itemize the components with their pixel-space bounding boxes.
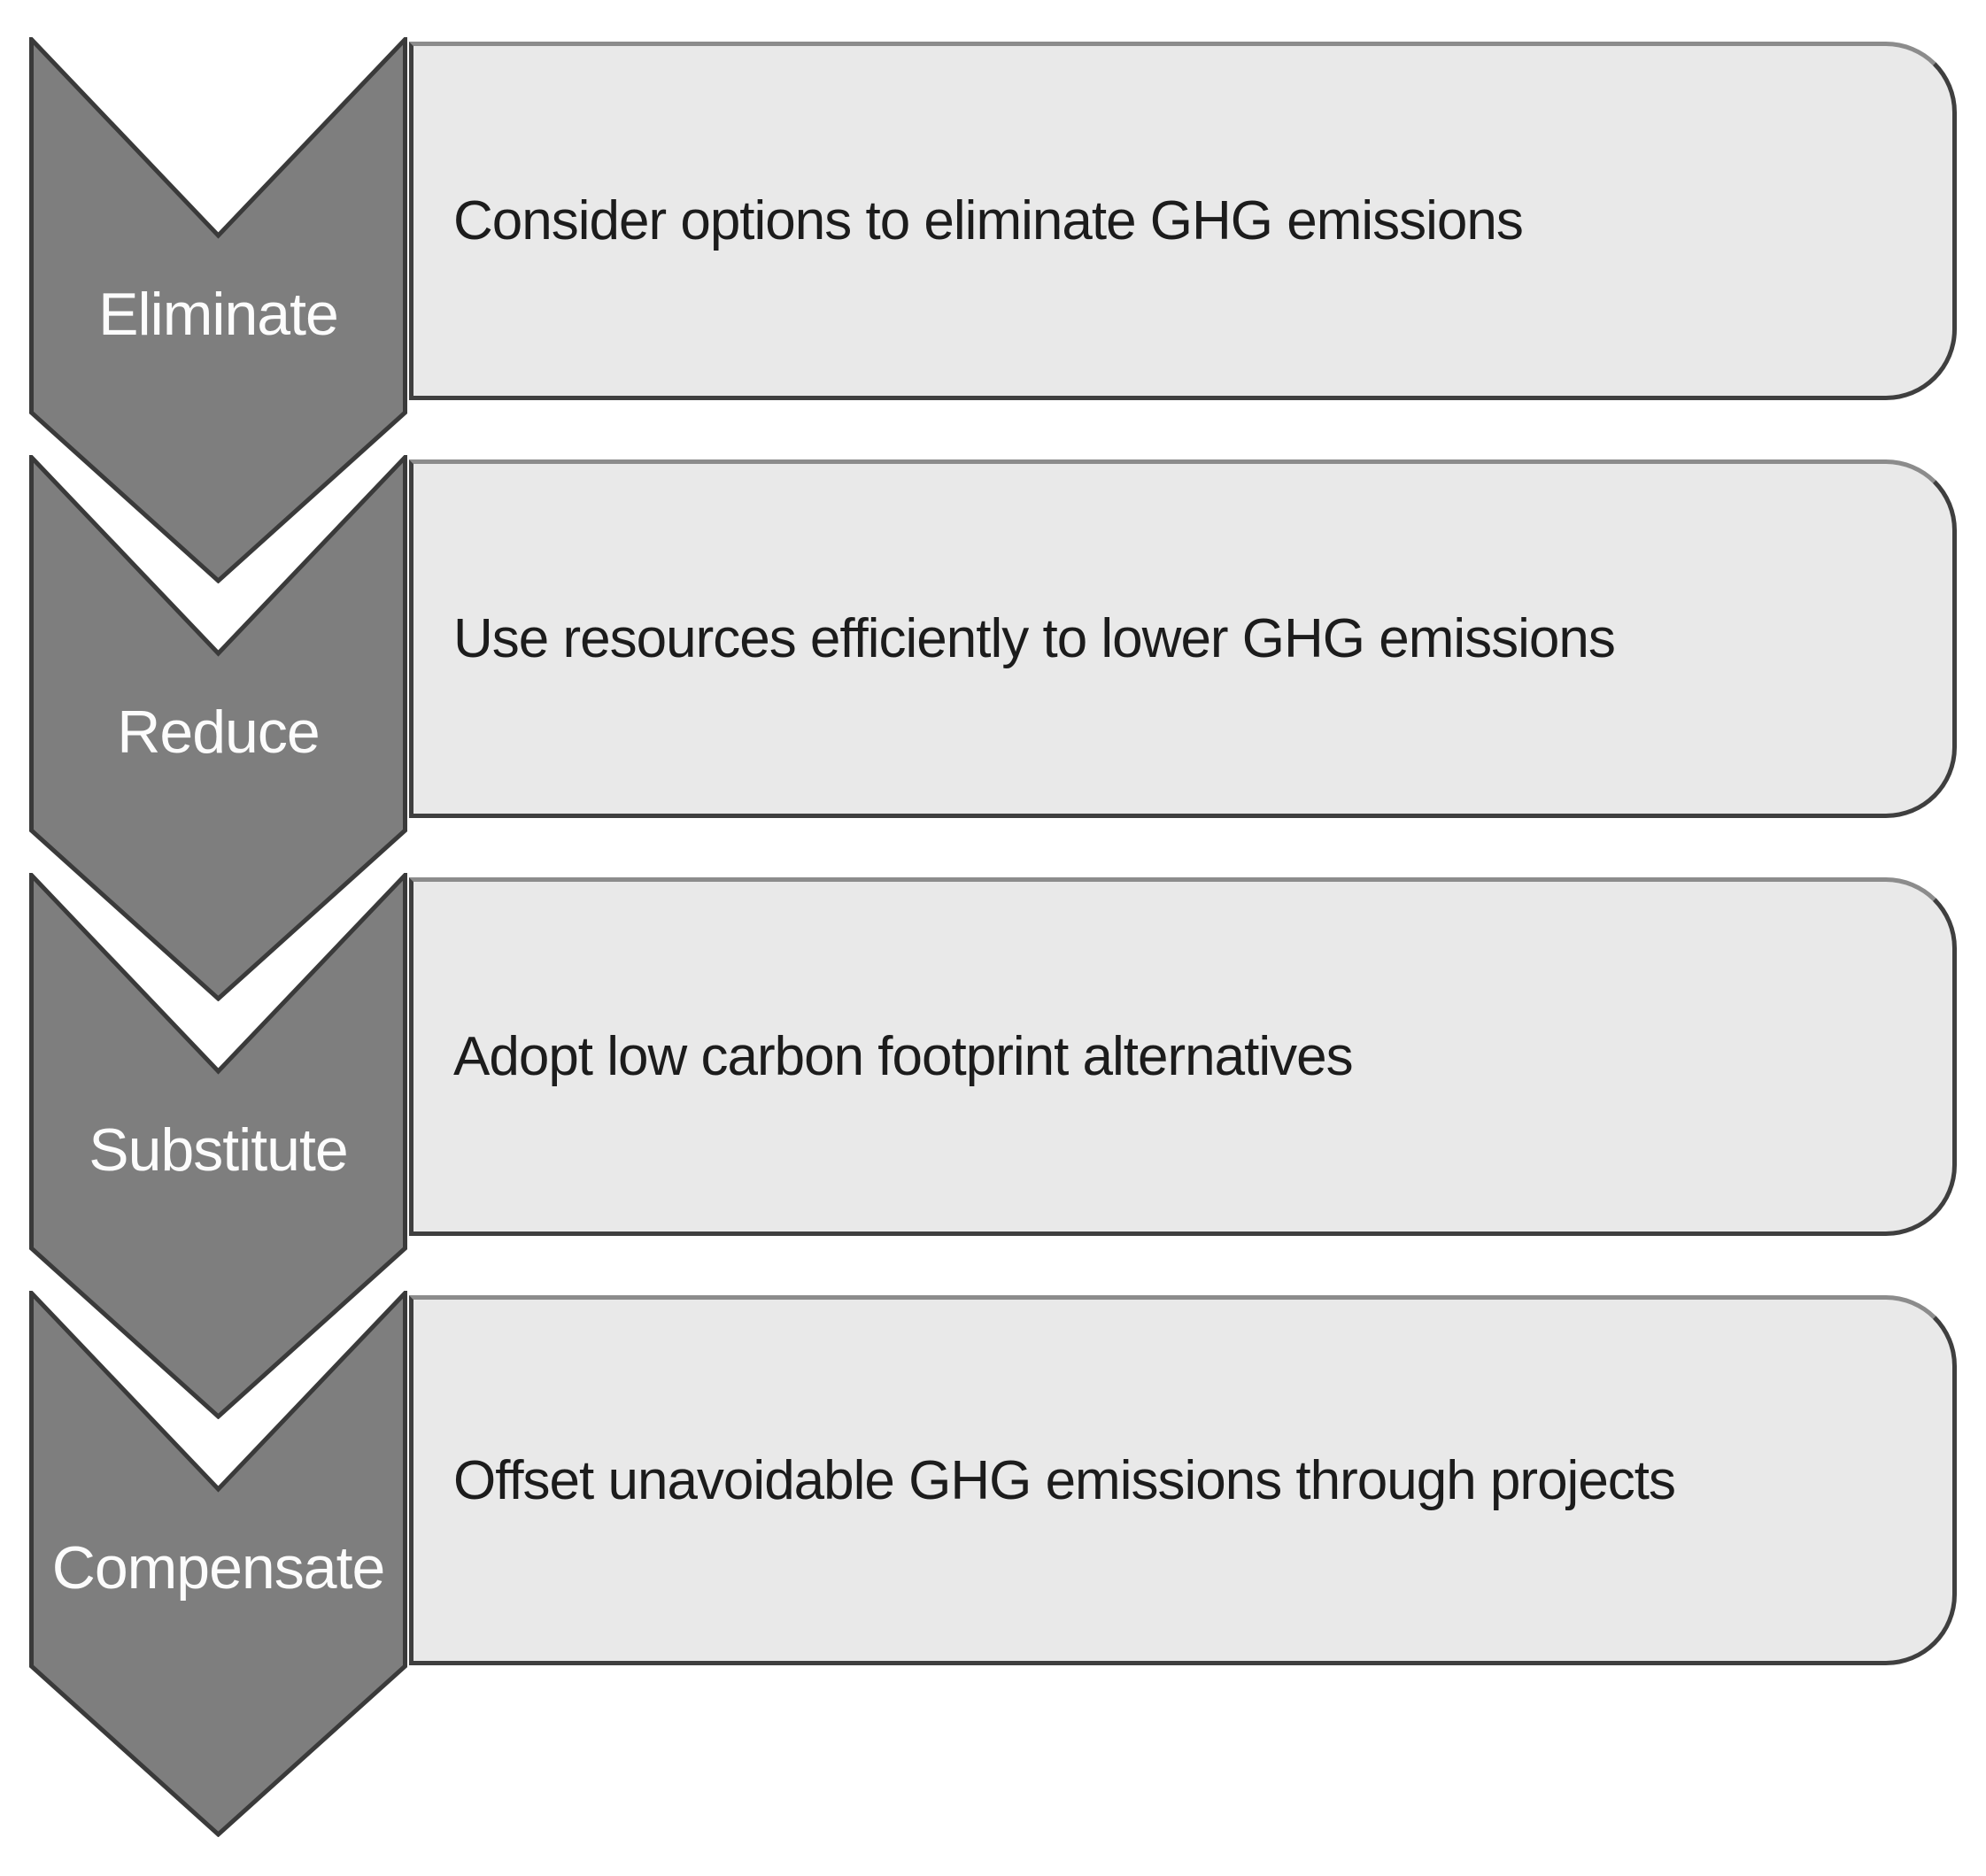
chevron-arrow-eliminate [29,37,407,583]
description-text: Use resources efficiently to lower GHG e… [453,608,1616,669]
chevron-arrow-substitute [29,873,407,1419]
description-box-substitute: Adopt low carbon footprint alternatives [409,877,1957,1236]
description-text: Consider options to eliminate GHG emissi… [453,190,1524,251]
step-label-reduce: Reduce [117,699,320,766]
description-box-compensate: Offset unavoidable GHG emissions through… [409,1295,1957,1665]
chevron-down-icon [29,873,407,1419]
chevron-arrow-reduce [29,455,407,1001]
step-label-eliminate: Eliminate [98,281,339,348]
chevron-down-icon [29,455,407,1001]
description-text: Offset unavoidable GHG emissions through… [453,1449,1676,1511]
chevron-arrow-compensate [29,1291,407,1837]
chevron-down-icon [29,37,407,583]
description-box-eliminate: Consider options to eliminate GHG emissi… [409,42,1957,400]
description-box-reduce: Use resources efficiently to lower GHG e… [409,459,1957,818]
description-text: Adopt low carbon footprint alternatives [453,1026,1354,1087]
step-label-compensate: Compensate [51,1534,386,1602]
chevron-down-icon [29,1291,407,1837]
step-label-substitute: Substitute [89,1116,348,1184]
